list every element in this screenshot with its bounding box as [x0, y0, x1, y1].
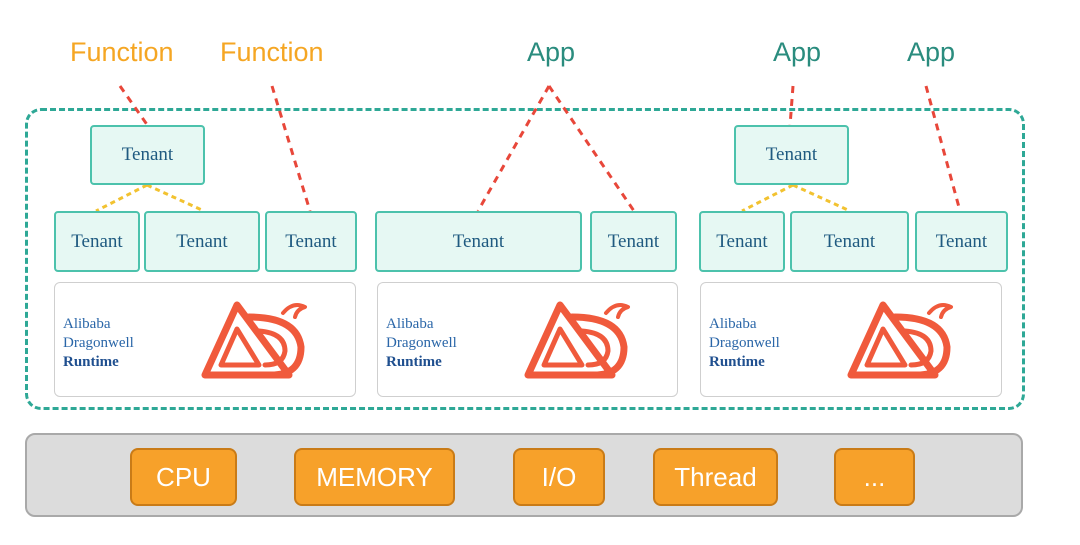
function-1-link — [118, 85, 150, 127]
runtime-box-2: Alibaba Dragonwell Runtime — [377, 282, 678, 397]
runtime-box-1: Alibaba Dragonwell Runtime — [54, 282, 356, 397]
runtime-caption: Alibaba Dragonwell Runtime — [63, 315, 134, 372]
function-2-link — [270, 85, 312, 212]
resource-io: I/O — [513, 448, 605, 506]
app-2-link — [788, 85, 795, 127]
tenant-tree-link-1b — [146, 183, 205, 213]
app-label-1: App — [527, 37, 576, 67]
tenant-child-3: Tenant — [265, 211, 357, 272]
tenant-parent-1: Tenant — [90, 125, 205, 185]
runtime-box-3: Alibaba Dragonwell Runtime — [700, 282, 1002, 397]
resource-more: ... — [834, 448, 915, 506]
dragonwell-logo-icon — [524, 301, 630, 379]
app-3-link — [924, 85, 962, 212]
app-1-link-left — [476, 85, 551, 212]
runtime-line-2: Dragonwell — [386, 335, 457, 351]
runtime-line-1: Alibaba — [63, 316, 111, 332]
tenant-child-8: Tenant — [915, 211, 1008, 272]
tenant-child-5: Tenant — [590, 211, 677, 272]
runtime-line-3: Runtime — [63, 354, 119, 370]
tenant-child-2: Tenant — [144, 211, 260, 272]
runtime-line-3: Runtime — [386, 354, 442, 370]
runtime-line-1: Alibaba — [386, 316, 434, 332]
tenant-tree-link-2b — [792, 183, 851, 213]
dragonwell-logo-icon — [201, 301, 307, 379]
tenant-child-6: Tenant — [699, 211, 785, 272]
resource-memory: MEMORY — [294, 448, 455, 506]
tenant-tree-link-1a — [95, 183, 148, 213]
app-label-2: App — [773, 37, 822, 67]
tenant-parent-2: Tenant — [734, 125, 849, 185]
app-1-link-right — [547, 85, 636, 212]
tenant-child-7: Tenant — [790, 211, 909, 272]
jvm-cluster-boundary — [25, 108, 1025, 410]
app-label-3: App — [907, 37, 956, 67]
runtime-line-3: Runtime — [709, 354, 765, 370]
dragonwell-logo-icon — [847, 301, 953, 379]
runtime-line-1: Alibaba — [709, 316, 757, 332]
function-label-2: Function — [220, 37, 324, 67]
tenant-child-4: Tenant — [375, 211, 582, 272]
tenant-tree-link-2a — [741, 183, 794, 213]
runtime-caption: Alibaba Dragonwell Runtime — [709, 315, 780, 372]
function-label-1: Function — [70, 37, 174, 67]
runtime-caption: Alibaba Dragonwell Runtime — [386, 315, 457, 372]
tenant-child-1: Tenant — [54, 211, 140, 272]
resource-thread: Thread — [653, 448, 778, 506]
resource-cpu: CPU — [130, 448, 237, 506]
runtime-line-2: Dragonwell — [63, 335, 134, 351]
runtime-line-2: Dragonwell — [709, 335, 780, 351]
